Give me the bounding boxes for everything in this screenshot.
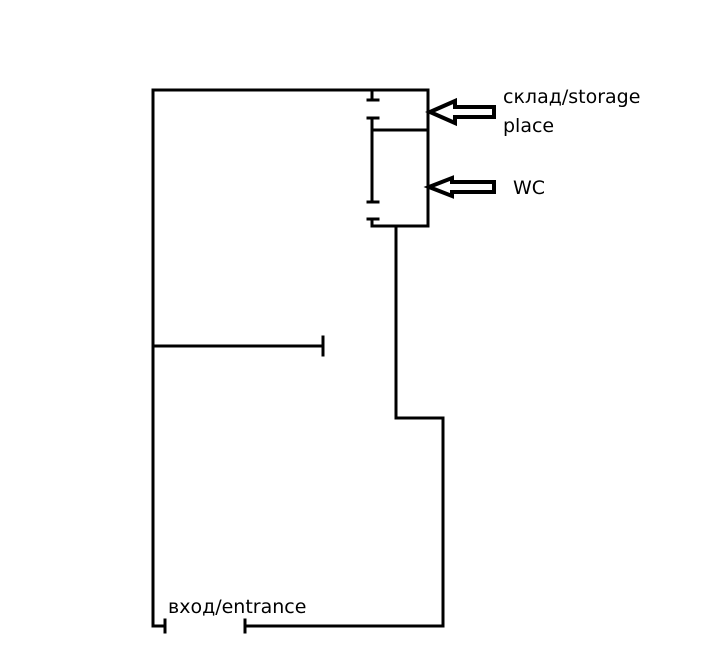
- entrance-label: вход/entrance: [168, 596, 306, 618]
- wc-arrow-icon: [423, 175, 496, 199]
- wc-label: WC: [513, 177, 545, 199]
- storage-label-line1: склад/storage: [503, 86, 640, 108]
- storage-arrow-icon: [425, 97, 496, 127]
- storage-label-line2: place: [503, 115, 554, 137]
